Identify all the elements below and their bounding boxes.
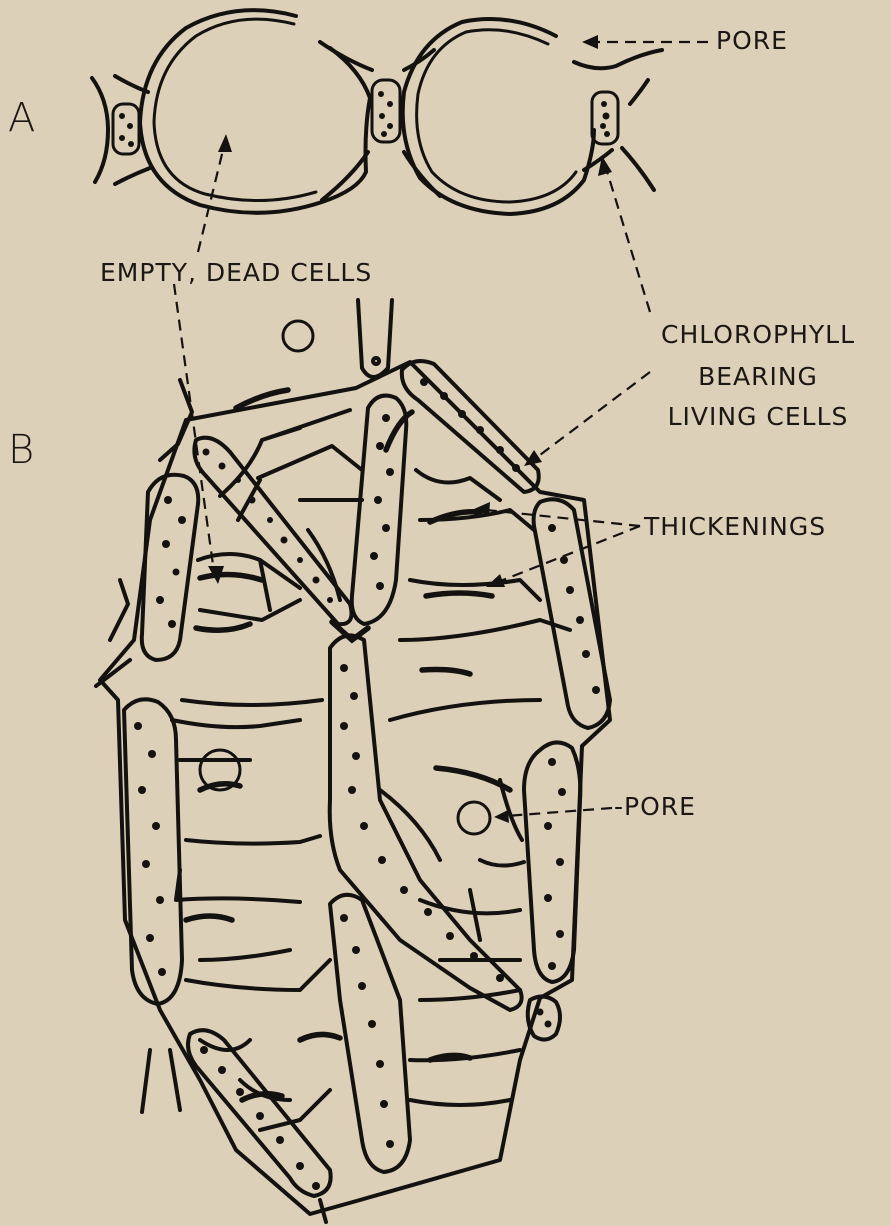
living-cell	[124, 699, 182, 1004]
panel-label-b: B	[8, 430, 34, 470]
label-chlorophyll-line2: BEARING	[630, 364, 886, 389]
surface-view-b	[96, 300, 610, 1222]
pore	[283, 321, 313, 351]
bottom-edge-fibrils	[142, 1050, 326, 1222]
top-small-cell	[358, 300, 392, 377]
living-cell	[330, 636, 522, 1011]
chlorophyll-leader-up	[606, 168, 650, 312]
dead-cells-arrowhead-up	[218, 134, 232, 152]
label-chlorophyll-line3: LIVING CELLS	[630, 404, 886, 429]
panel-label-a: A	[8, 98, 35, 138]
label-chlorophyll-line1: CHLOROPHYLL	[630, 322, 886, 347]
pore-bottom-arrowhead	[494, 810, 509, 823]
label-pore-top: PORE	[716, 28, 788, 53]
pore-top-arrowhead	[582, 35, 598, 49]
thickenings-arrowhead-lower	[486, 574, 505, 587]
pore-bottom-leader	[506, 808, 612, 816]
label-empty-dead-cells: EMPTY, DEAD CELLS	[100, 260, 372, 285]
cross-section-dead-cell-1	[140, 10, 370, 213]
cross-section-dead-cell-1-inner	[154, 19, 316, 200]
label-thickenings: THICKENINGS	[644, 514, 826, 539]
wall-thickenings	[186, 390, 510, 1100]
cross-section-a	[92, 10, 662, 214]
cross-section-middle-walls	[320, 42, 440, 200]
left-edge-fibrils	[96, 580, 130, 686]
left-edge-fibrils	[160, 380, 192, 460]
cross-section-dead-cell-2-inner	[417, 30, 576, 202]
dead-cells-leader-up	[198, 146, 224, 252]
thickenings-leader-upper	[486, 510, 640, 526]
pore	[458, 802, 490, 834]
cross-section-left-living-cell	[113, 104, 139, 154]
thickenings-leader-lower	[498, 526, 640, 582]
label-pore-bottom: -PORE	[614, 794, 696, 819]
living-cell	[194, 438, 351, 624]
